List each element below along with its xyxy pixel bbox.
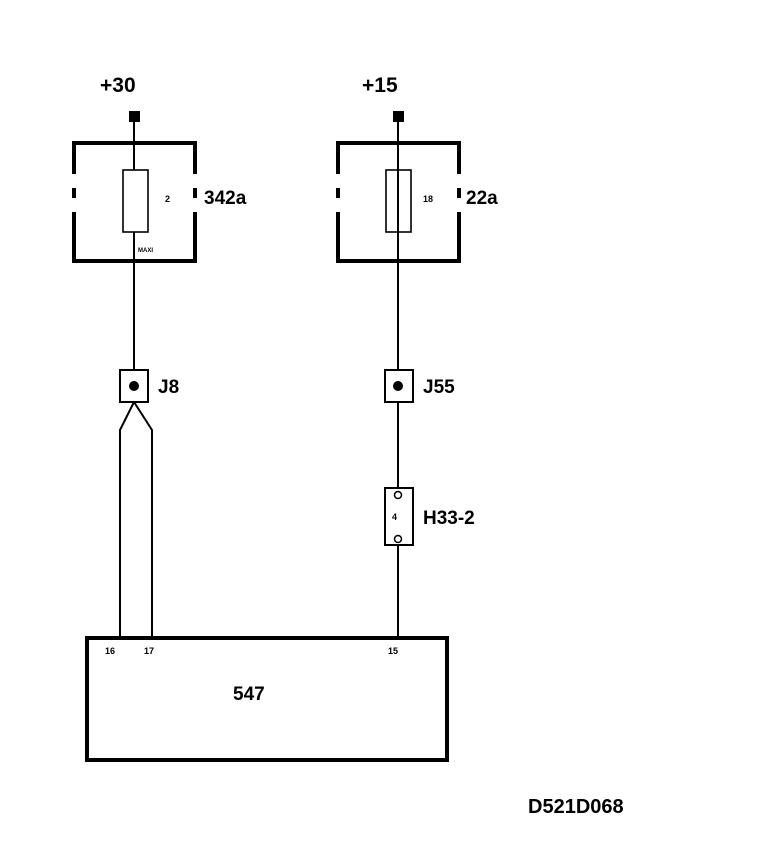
junction-label-right: J55 xyxy=(423,377,455,398)
connector-label: H33-2 xyxy=(423,508,475,529)
supply-terminal-right xyxy=(393,111,404,122)
fuse-box-right-gap-l2 xyxy=(335,198,341,212)
fuse-label-right: 22a xyxy=(466,188,498,209)
fuse-box-right-gap-r2 xyxy=(456,198,462,212)
fuse-number-left: 2 xyxy=(165,194,170,204)
supply-terminal-left xyxy=(129,111,140,122)
fuse-box-left-gap-l1 xyxy=(71,174,77,188)
junction-dot-right xyxy=(393,381,403,391)
supply-label-right: +15 xyxy=(362,74,398,97)
fuse-box-left-gap-r1 xyxy=(192,174,198,188)
fuse-element-left xyxy=(122,169,149,233)
fuse-box-right-gap-r1 xyxy=(456,174,462,188)
fuse-rating-left: MAXI xyxy=(138,248,153,254)
fuse-label-left: 342a xyxy=(204,188,247,209)
supply-label-left: +30 xyxy=(100,74,136,97)
control-unit-label: 547 xyxy=(233,684,265,705)
fuse-box-left-gap-r2 xyxy=(192,198,198,212)
fuse-number-right: 18 xyxy=(423,194,433,204)
control-unit-box xyxy=(85,636,449,762)
diagram-code: D521D068 xyxy=(528,796,624,818)
wire-pin-16 xyxy=(119,401,135,638)
junction-dot-left xyxy=(129,381,139,391)
pin-label-16: 16 xyxy=(105,646,115,656)
pin-label-17: 17 xyxy=(144,646,154,656)
fuse-box-left-gap-l2 xyxy=(71,198,77,212)
connector-pin-top xyxy=(393,490,403,500)
connector-pin-number: 4 xyxy=(392,512,397,522)
junction-label-left: J8 xyxy=(158,377,179,398)
connector-pin-bottom xyxy=(393,534,403,544)
fuse-box-right-gap-l1 xyxy=(335,174,341,188)
wire-pin-17 xyxy=(133,401,153,638)
pin-label-15: 15 xyxy=(388,646,398,656)
